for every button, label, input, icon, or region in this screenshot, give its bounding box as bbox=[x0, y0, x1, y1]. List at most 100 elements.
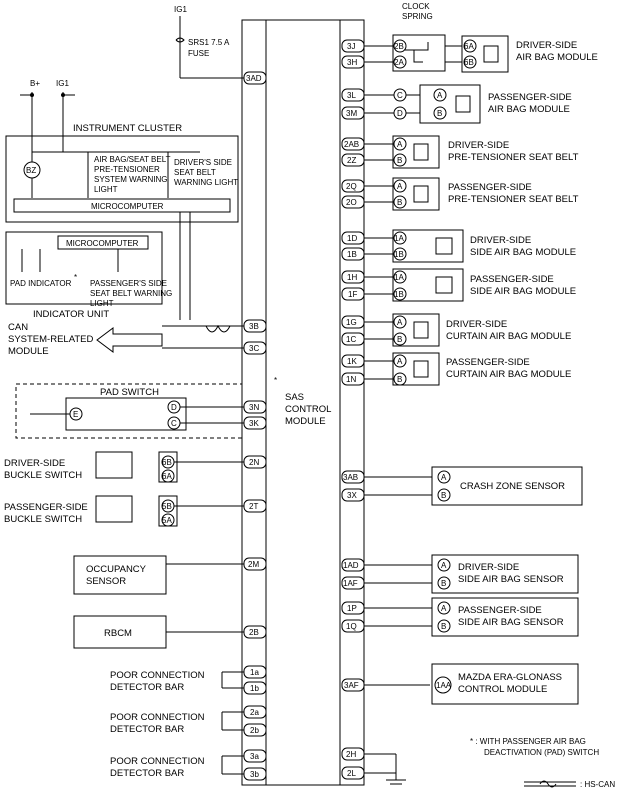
driver-curtain-label-1: DRIVER-SIDE bbox=[446, 319, 507, 330]
poor-connection-1-label-2: DETECTOR BAR bbox=[110, 682, 184, 693]
pax-airbag-pin-b: B bbox=[437, 109, 442, 118]
clock-pin-2a: 2A bbox=[394, 58, 404, 67]
pin-2b: 2b bbox=[250, 726, 259, 735]
ig1-left-label: IG1 bbox=[56, 79, 69, 88]
airbag-light-label-4: LIGHT bbox=[94, 185, 118, 194]
fuse-circuit: IG1 SRS1 7.5 A FUSE bbox=[174, 5, 244, 79]
indicator-unit-title: INDICATOR UNIT bbox=[33, 309, 109, 320]
passenger-airbag-label-1: PASSENGER-SIDE bbox=[488, 92, 572, 103]
poor-connection-bar-1: POOR CONNECTION DETECTOR BAR bbox=[110, 670, 244, 693]
pin-2O: 2O bbox=[346, 198, 357, 207]
fuse-label-1: SRS1 7.5 A bbox=[188, 38, 230, 47]
indicator-microcomputer-label: MICROCOMPUTER bbox=[66, 239, 139, 248]
clock-pin-2b: 2B bbox=[394, 42, 404, 51]
driver-buckle-switch: DRIVER-SIDE BUCKLE SWITCH 6B 6A bbox=[4, 451, 244, 483]
driver-curtain-label-2: CURTAIN AIR BAG MODULE bbox=[446, 331, 571, 342]
occupancy-label-2: SENSOR bbox=[86, 576, 126, 587]
passenger-light-label-2: SEAT BELT WARNING bbox=[90, 289, 172, 298]
pad-pin-d: D bbox=[171, 403, 177, 412]
airbag-light-label-2: PRE-TENSIONER bbox=[94, 165, 160, 174]
airbag-light-label-3: SYSTEM WARNING bbox=[94, 175, 167, 184]
passenger-buckle-switch: PASSENGER-SIDE BUCKLE SWITCH 5B 5A bbox=[4, 495, 244, 527]
pax-airbag-pin-a: A bbox=[437, 91, 443, 100]
driver-sensor-label-1: DRIVER-SIDE bbox=[458, 562, 519, 573]
passenger-sensor-label-2: SIDE AIR BAG SENSOR bbox=[458, 617, 564, 628]
crash-zone-pin-b: B bbox=[441, 491, 446, 500]
fuse-label-2: FUSE bbox=[188, 49, 209, 58]
footnote-line-1: * : WITH PASSENGER AIR BAG bbox=[470, 737, 586, 746]
era-glonass-pin: 1AA bbox=[436, 681, 452, 690]
pax-sensor-pin-a: A bbox=[441, 604, 447, 613]
b-plus-label: B+ bbox=[30, 79, 40, 88]
pin-3H: 3H bbox=[347, 58, 357, 67]
pax-side-pin-1b: 1B bbox=[394, 290, 404, 299]
drv-side-pin-1a: 1A bbox=[394, 234, 404, 243]
driver-light-label-1: DRIVER'S SIDE bbox=[174, 158, 232, 167]
pin-3AB: 3AB bbox=[343, 473, 358, 482]
passenger-side-airbag-sensor: A B PASSENGER-SIDE SIDE AIR BAG SENSOR bbox=[431, 597, 579, 637]
driver-airbag-label-2: AIR BAG MODULE bbox=[516, 52, 598, 63]
sas-label-3: MODULE bbox=[285, 416, 326, 427]
pax-sensor-pin-b: B bbox=[441, 622, 446, 631]
pin-1AF: 1AF bbox=[343, 579, 358, 588]
pin-2L: 2L bbox=[347, 769, 356, 778]
right-pins: 3J 3H 3L 3M 2AB 2Z 2Q 2O 1D 1B 1H 1F 1G … bbox=[341, 39, 365, 780]
buzzer-label: BZ bbox=[26, 166, 36, 175]
pad-indicator-label: PAD INDICATOR bbox=[10, 279, 72, 288]
pad-indicator-asterisk: * bbox=[74, 273, 77, 282]
pin-3B: 3B bbox=[249, 322, 259, 331]
crash-zone-label: CRASH ZONE SENSOR bbox=[460, 481, 565, 492]
passenger-buckle-label-1: PASSENGER-SIDE bbox=[4, 502, 88, 513]
pin-1C: 1C bbox=[346, 335, 356, 344]
passenger-curtain-label-2: CURTAIN AIR BAG MODULE bbox=[446, 369, 571, 380]
pax-side-pin-1a: 1A bbox=[394, 273, 404, 282]
fuse-symbol bbox=[175, 37, 185, 43]
sas-label-1: SAS bbox=[285, 392, 304, 403]
passenger-light-label-3: LIGHT bbox=[90, 299, 114, 308]
era-glonass-module: 1AA MAZDA ERA-GLONASS CONTROL MODULE bbox=[431, 663, 579, 705]
ig1-top-label: IG1 bbox=[174, 5, 187, 14]
pad-switch-title: PAD SWITCH bbox=[100, 387, 159, 398]
driver-sensor-label-2: SIDE AIR BAG SENSOR bbox=[458, 574, 564, 585]
pax-airbag-pin-c: C bbox=[397, 91, 403, 100]
instrument-cluster-title: INSTRUMENT CLUSTER bbox=[73, 123, 182, 134]
driver-airbag-pin-6a: 6A bbox=[464, 42, 474, 51]
inflator-icon bbox=[413, 360, 429, 378]
drv-pretensioner-pin-a: A bbox=[397, 140, 403, 149]
passenger-airbag-module: C D A B PASSENGER-SIDE AIR BAG MODULE bbox=[393, 84, 572, 124]
poor-connection-bar-3: POOR CONNECTION DETECTOR BAR bbox=[110, 755, 244, 779]
inflator-icon bbox=[455, 95, 471, 113]
driver-curtain-airbag-module: A B DRIVER-SIDE CURTAIN AIR BAG MODULE bbox=[392, 313, 571, 347]
driver-airbag-module: 2B 2A 6A 6B DRIVER-SIDE AIR BAG MODULE bbox=[393, 35, 598, 73]
pin-3M: 3M bbox=[346, 109, 357, 118]
instrument-cluster: INSTRUMENT CLUSTER B+ IG1 BZ AIR BAG/SEA… bbox=[5, 79, 239, 320]
pin-2M: 2M bbox=[248, 560, 259, 569]
indicator-unit: MICROCOMPUTER PAD INDICATOR * PASSENGER'… bbox=[5, 231, 172, 320]
airbag-light-label-1: AIR BAG/SEAT BELT bbox=[94, 155, 171, 164]
driver-side-airbag-label-1: DRIVER-SIDE bbox=[470, 235, 531, 246]
pin-3b: 3b bbox=[250, 770, 259, 779]
pin-1N: 1N bbox=[346, 375, 356, 384]
pax-pretensioner-pin-b: B bbox=[397, 198, 402, 207]
pin-1P: 1P bbox=[347, 604, 357, 613]
passenger-airbag-label-2: AIR BAG MODULE bbox=[488, 104, 570, 115]
pax-curtain-pin-b: B bbox=[397, 375, 402, 384]
driver-side-airbag-label-2: SIDE AIR BAG MODULE bbox=[470, 247, 576, 258]
pin-2Q: 2Q bbox=[346, 182, 357, 191]
rbcm-label: RBCM bbox=[104, 628, 132, 639]
can-label-3: MODULE bbox=[8, 346, 49, 357]
pin-1B: 1B bbox=[347, 250, 357, 259]
pin-3C: 3C bbox=[249, 344, 259, 353]
driver-light-label-3: WARNING LIGHT bbox=[174, 178, 238, 187]
drv-curtain-pin-b: B bbox=[397, 335, 402, 344]
clock-spring-label-2: SPRING bbox=[402, 12, 433, 21]
crash-zone-sensor: A B CRASH ZONE SENSOR bbox=[431, 466, 583, 506]
pad-pin-c: C bbox=[171, 419, 177, 428]
driver-airbag-label-1: DRIVER-SIDE bbox=[516, 40, 577, 51]
occupancy-label-1: OCCUPANCY bbox=[86, 564, 147, 575]
pin-1a: 1a bbox=[250, 668, 259, 677]
can-arrow-icon bbox=[96, 327, 163, 353]
pin-2H: 2H bbox=[346, 750, 356, 759]
drv-sensor-pin-a: A bbox=[441, 561, 447, 570]
driver-light-label-2: SEAT BELT bbox=[174, 168, 216, 177]
